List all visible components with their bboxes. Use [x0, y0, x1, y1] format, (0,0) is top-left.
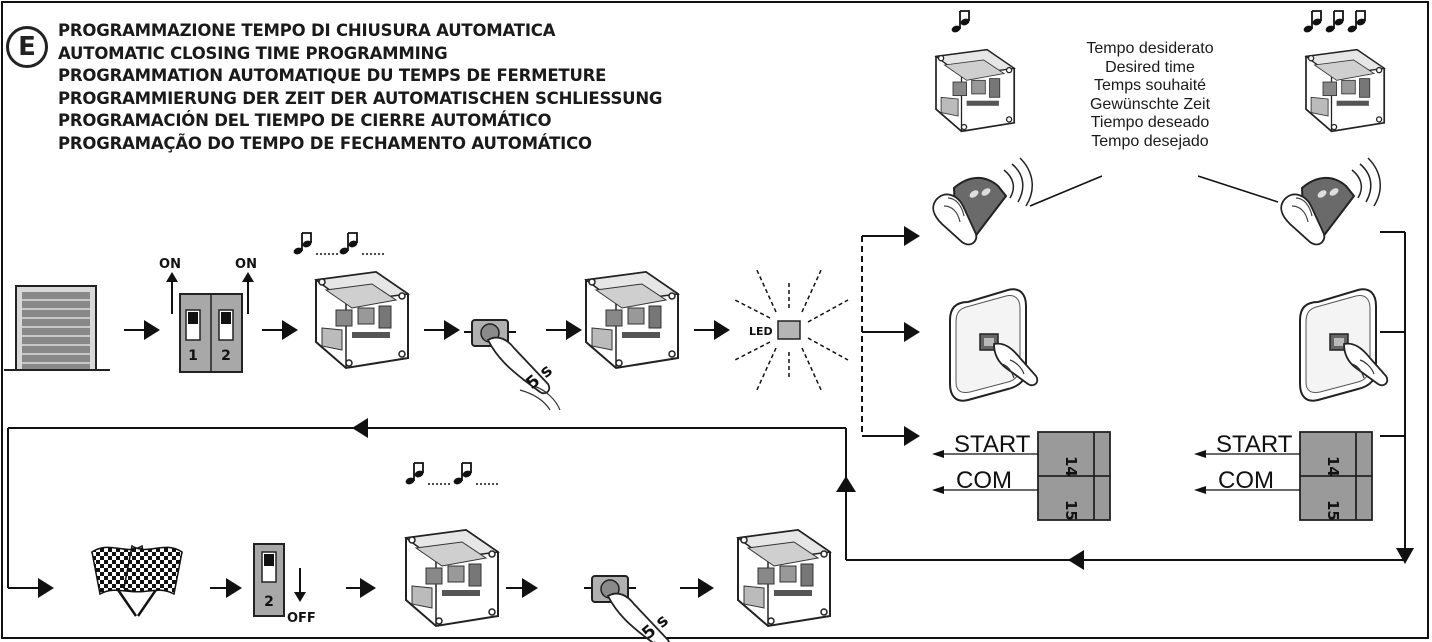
dip-on-label-2: ON: [235, 257, 257, 272]
beep-sequence-icon: [291, 232, 386, 257]
remote-control-icon: [932, 157, 1034, 246]
program-button-icon: [583, 575, 681, 642]
repeat-beep-icon: [1301, 10, 1368, 35]
control-unit-icon: [315, 271, 409, 369]
dip-switch-off-icon: [253, 543, 306, 617]
title-spanish: PROGRAMACIÓN DEL TIEMPO DE CIERRE AUTOMÁ…: [58, 111, 552, 130]
remote-control-icon: [1280, 157, 1382, 246]
desired-time-block: Tempo desiderato Desired time Temps souh…: [1050, 40, 1250, 152]
checkered-flags-icon: [90, 544, 184, 617]
terminal-14-left: 14: [1062, 456, 1080, 477]
title-block: PROGRAMMAZIONE TEMPO DI CHIUSURA AUTOMAT…: [58, 20, 662, 155]
title-italian: PROGRAMMAZIONE TEMPO DI CHIUSURA AUTOMAT…: [58, 21, 556, 40]
single-beep-icon: [949, 10, 972, 35]
led-blink-icon: [734, 267, 849, 393]
terminal-15-right: 15: [1324, 500, 1342, 521]
wall-push-button-icon: [949, 288, 1039, 402]
branch-connector-left: [861, 235, 906, 437]
desired-time-spanish: Tiempo deseado: [1090, 114, 1210, 132]
dip-on-label-1: ON: [159, 257, 181, 272]
time-connector-left: [1029, 175, 1103, 207]
time-connector-right: [1197, 175, 1279, 203]
title-portuguese: PROGRAMAÇÃO DO TEMPO DE FECHAMENTO AUTOM…: [58, 133, 592, 153]
dip-number-2: 2: [221, 348, 231, 364]
title-english: AUTOMATIC CLOSING TIME PROGRAMMING: [58, 43, 448, 63]
dip-off-label: OFF: [287, 611, 316, 626]
led-label: LED: [749, 325, 773, 338]
beep-sequence-icon: [403, 462, 498, 487]
control-unit-icon: [737, 529, 831, 627]
section-badge: E: [6, 26, 48, 68]
desired-time-german: Gewünschte Zeit: [1089, 95, 1211, 113]
desired-time-italian: Tempo desiderato: [1086, 40, 1214, 57]
wall-push-button-icon: [1299, 288, 1389, 402]
control-unit-icon: [1305, 48, 1386, 133]
terminal-14-right: 14: [1324, 456, 1342, 477]
title-french: PROGRAMMATION AUTOMATIQUE DU TEMPS DE FE…: [58, 66, 607, 85]
control-unit-icon: [935, 48, 1016, 133]
terminal-15-left: 15: [1062, 500, 1080, 521]
flow-arrows: [38, 226, 1414, 598]
garage-door-icon: [4, 285, 110, 371]
return-path-right: [7, 231, 1406, 589]
desired-time-portuguese: Tempo desejado: [1091, 132, 1209, 150]
desired-time-french: Temps souhaité: [1093, 77, 1207, 95]
signal-arrows: [932, 450, 1300, 494]
dip-number-1: 1: [188, 348, 198, 364]
title-german: PROGRAMMIERUNG DER ZEIT DER AUTOMATISCHE…: [58, 88, 663, 108]
dip-number-2-off: 2: [264, 594, 274, 610]
desired-time-english: Desired time: [1105, 58, 1195, 76]
control-unit-icon: [585, 271, 679, 369]
control-unit-icon: [405, 529, 499, 627]
dip-switch-on-icon: [166, 272, 254, 373]
